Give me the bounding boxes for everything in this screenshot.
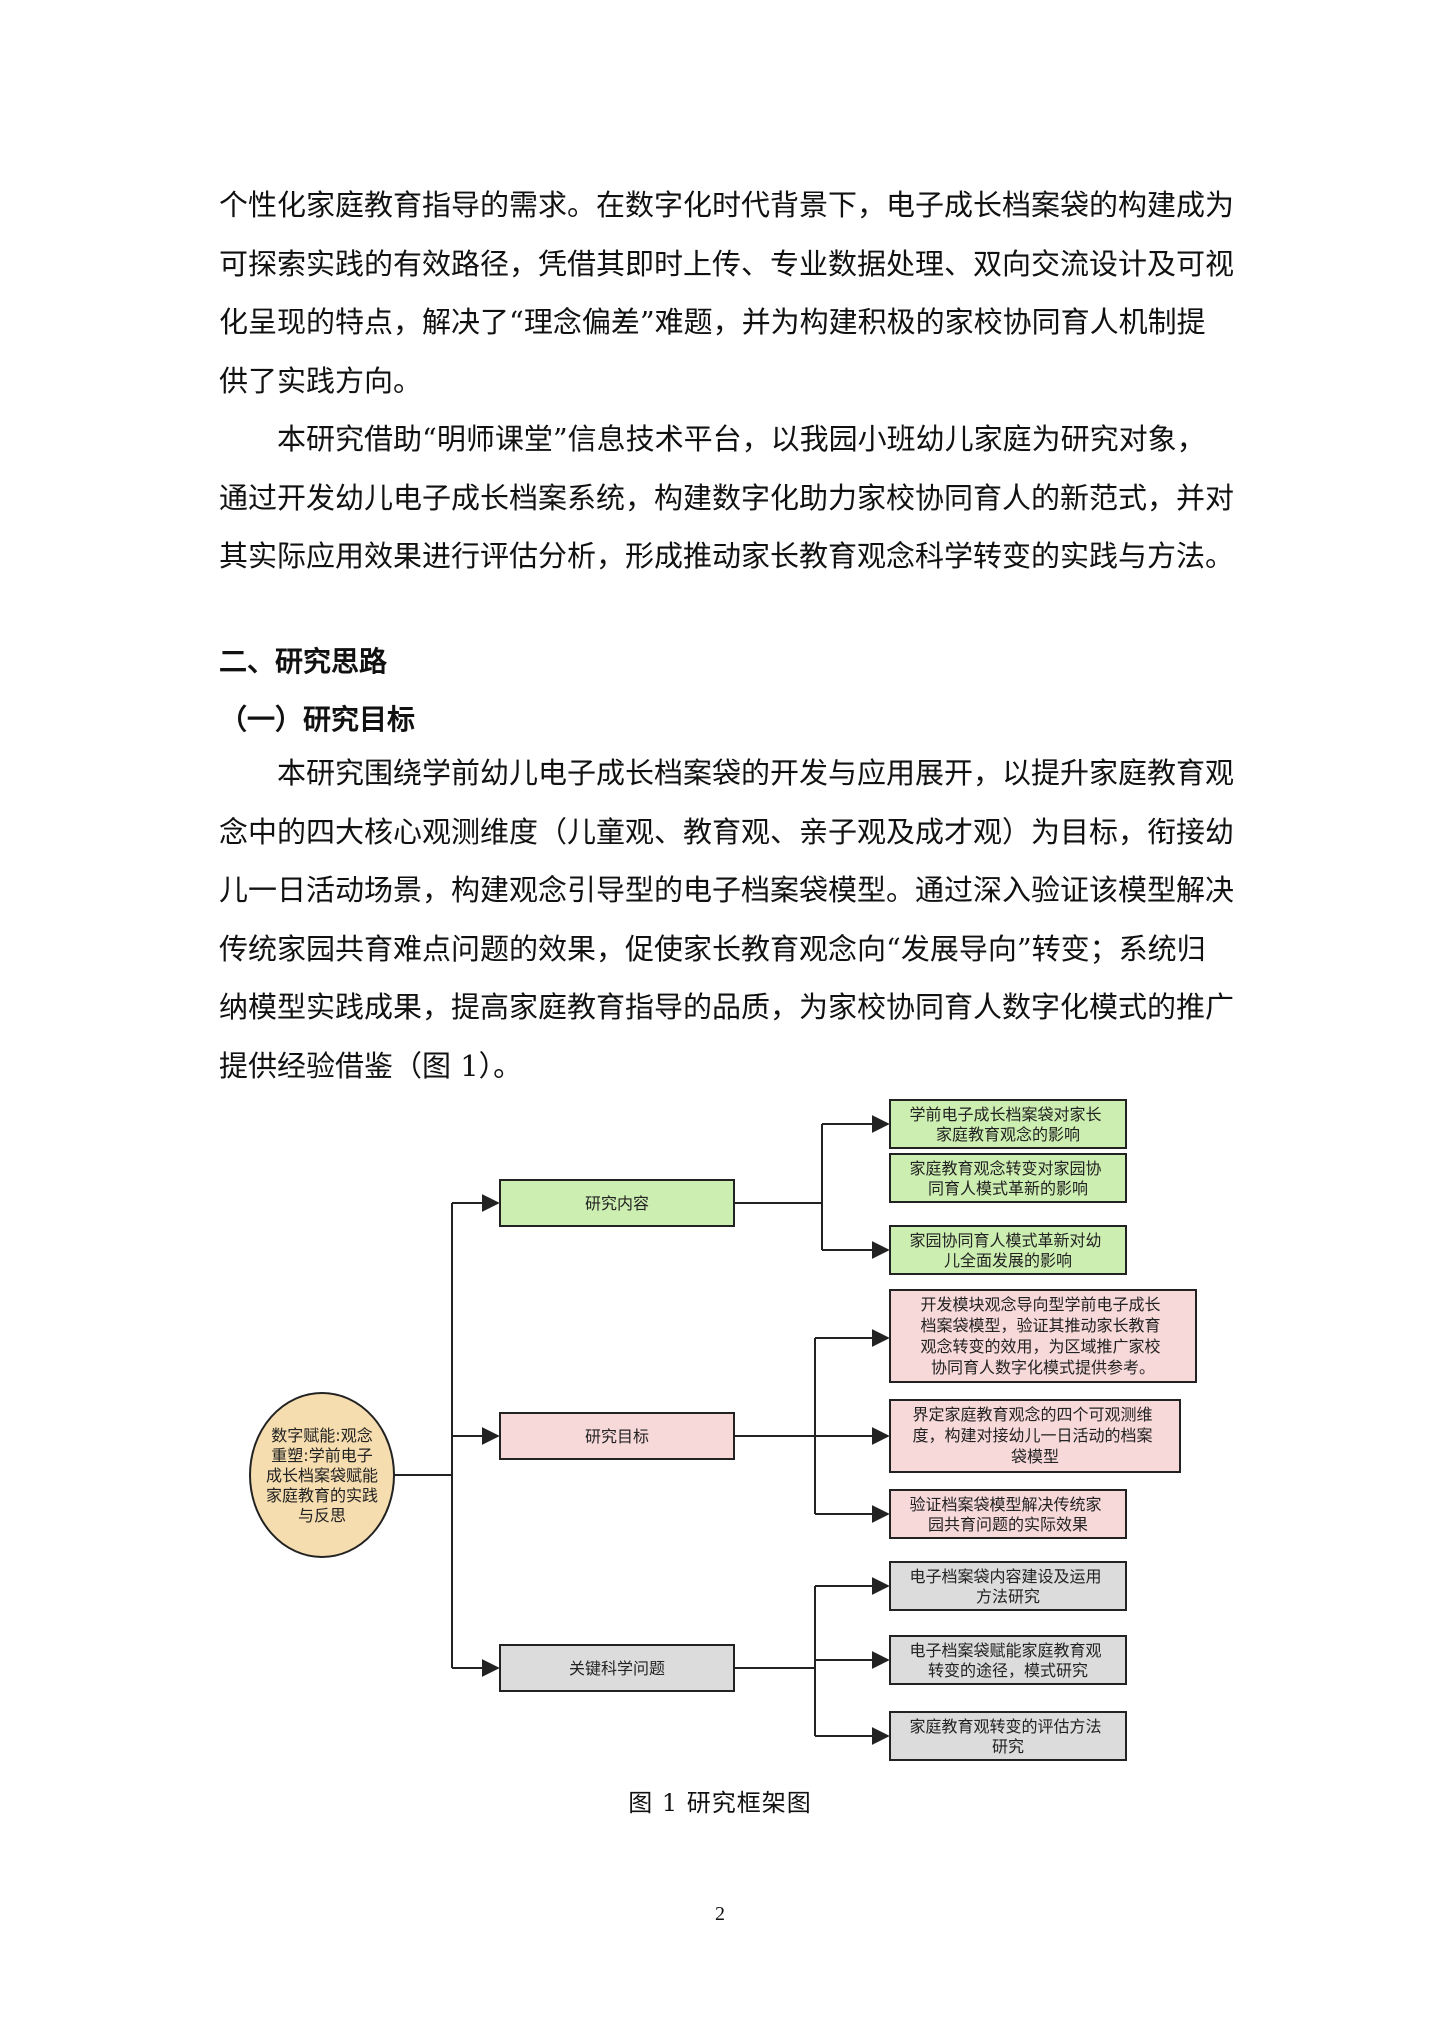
child-node: 家园协同育人模式革新对幼 儿全面发展的影响 <box>889 1225 1127 1275</box>
child-node: 界定家庭教育观念的四个可观测维 度，构建对接幼儿一日活动的档案 袋模型 <box>889 1399 1181 1473</box>
root-line: 与反思 <box>298 1506 346 1525</box>
text-line: 可探索实践的有效路径，凭借其即时上传、专业数据处理、双向交流设计及可视 <box>219 246 1235 281</box>
child-node: 学前电子成长档案袋对家长 家庭教育观念的影响 <box>889 1099 1127 1149</box>
child-line: 转变的途径，模式研究 <box>928 1661 1088 1680</box>
child-node-label: 家园协同育人模式革新对幼 儿全面发展的影响 <box>909 1231 1106 1270</box>
root-node: 数字赋能:观念重塑:学前电子成长档案袋赋能家庭教育的实践与反思 <box>249 1392 395 1558</box>
text-line: 供了实践方向。 <box>219 363 423 398</box>
branch-label: 研究目标 <box>585 1427 649 1446</box>
intro-paragraph-1: 个性化家庭教育指导的需求。在数字化时代背景下，电子成长档案袋的构建成为 可探索实… <box>219 176 1235 410</box>
root-line: 成长档案袋赋能 <box>266 1466 378 1485</box>
child-line: 验证档案袋模型解决传统家 <box>909 1495 1101 1514</box>
child-node: 开发模块观念导向型学前电子成长 档案袋模型，验证其推动家长教育 观念转变的效用，… <box>889 1289 1197 1383</box>
child-line: 家庭教育观转变的评估方法 <box>909 1717 1101 1736</box>
child-line: 同育人模式革新的影响 <box>928 1179 1088 1198</box>
child-node: 电子档案袋赋能家庭教育观 转变的途径，模式研究 <box>889 1635 1127 1685</box>
subsection-heading: （一）研究目标 <box>219 703 416 736</box>
child-node: 家庭教育观念转变对家园协 同育人模式革新的影响 <box>889 1153 1127 1203</box>
child-line: 度，构建对接幼儿一日活动的档案 <box>912 1426 1152 1445</box>
child-node-label: 界定家庭教育观念的四个可观测维 度，构建对接幼儿一日活动的档案 袋模型 <box>912 1405 1157 1466</box>
text-line: 儿一日活动场景，构建观念引导型的电子档案袋模型。通过深入验证该模型解决 <box>219 873 1235 907</box>
root-line: 重塑:学前电子 <box>271 1446 372 1465</box>
child-line: 开发模块观念导向型学前电子成长 <box>920 1295 1160 1314</box>
text-line: 提供经验借鉴（图 1）。 <box>219 1048 523 1083</box>
child-node-label: 验证档案袋模型解决传统家 园共育问题的实际效果 <box>909 1495 1106 1534</box>
child-node: 电子档案袋内容建设及运用 方法研究 <box>889 1561 1127 1611</box>
root-connectors <box>394 1194 500 1677</box>
child-node-label: 电子档案袋内容建设及运用 方法研究 <box>909 1567 1106 1606</box>
text-line: 念中的四大核心观测维度（儿童观、教育观、亲子观及成才观）为目标，衔接幼 <box>219 814 1235 849</box>
child-node-label: 电子档案袋赋能家庭教育观 转变的途径，模式研究 <box>909 1641 1106 1680</box>
child-node-label: 开发模块观念导向型学前电子成长 档案袋模型，验证其推动家长教育 观念转变的效用，… <box>920 1295 1165 1377</box>
goal-paragraph: 本研究围绕学前幼儿电子成长档案袋的开发与应用展开，以提升家庭教育观 念中的四大核… <box>219 744 1235 1095</box>
text-line: 化呈现的特点，解决了“理念偏差”难题，并为构建积极的家校协同育人机制提 <box>219 305 1206 339</box>
branch-label: 研究内容 <box>585 1194 649 1213</box>
text-line: 本研究围绕学前幼儿电子成长档案袋的开发与应用展开，以提升家庭教育观 <box>277 756 1235 790</box>
root-line: 家庭教育的实践 <box>266 1486 378 1505</box>
child-line: 园共育问题的实际效果 <box>928 1515 1088 1534</box>
text-line: 通过开发幼儿电子成长档案系统，构建数字化助力家校协同育人的新范式，并对 <box>219 480 1235 515</box>
child-node: 家庭教育观转变的评估方法 研究 <box>889 1711 1127 1761</box>
figure-caption-text: 图 1 研究框架图 <box>628 1789 812 1817</box>
child-line: 学前电子成长档案袋对家长 <box>909 1105 1101 1124</box>
child-line: 电子档案袋赋能家庭教育观 <box>909 1641 1101 1660</box>
text-line: 传统家园共育难点问题的效果，促使家长教育观念向“发展导向”转变；系统归 <box>219 931 1206 966</box>
text-line: 其实际应用效果进行评估分析，形成推动家长教育观念科学转变的实践与方法。 <box>219 539 1235 573</box>
branch-research-content: 研究内容 学前电子成长档案袋对家长 家庭教育观念的影响 家庭教育观念转变对家园协… <box>499 1099 1127 1275</box>
section-heading: 二、研究思路 <box>219 645 388 678</box>
child-line: 观念转变的效用，为区域推广家校 <box>920 1337 1160 1356</box>
child-line: 研究 <box>992 1737 1024 1756</box>
child-node-label: 学前电子成长档案袋对家长 家庭教育观念的影响 <box>909 1105 1106 1144</box>
child-line: 家庭教育观念转变对家园协 <box>909 1159 1101 1178</box>
branch-research-goals: 研究目标 开发模块观念导向型学前电子成长 档案袋模型，验证其推动家长教育 观念转… <box>499 1289 1197 1539</box>
text-line: 本研究借助“明师课堂”信息技术平台，以我园小班幼儿家庭为研究对象， <box>277 422 1206 456</box>
root-node-label: 数字赋能:观念重塑:学前电子成长档案袋赋能家庭教育的实践与反思 <box>266 1426 378 1525</box>
child-line: 电子档案袋内容建设及运用 <box>909 1567 1101 1586</box>
child-node-label: 家庭教育观转变的评估方法 研究 <box>909 1717 1106 1756</box>
child-line: 方法研究 <box>976 1587 1040 1606</box>
child-line: 家庭教育观念的影响 <box>936 1125 1080 1144</box>
root-line: 数字赋能:观念 <box>271 1426 372 1445</box>
child-line: 袋模型 <box>1011 1447 1059 1466</box>
child-node: 验证档案袋模型解决传统家 园共育问题的实际效果 <box>889 1489 1127 1539</box>
child-line: 界定家庭教育观念的四个可观测维 <box>912 1405 1152 1424</box>
text-line: 纳模型实践成果，提高家庭教育指导的品质，为家校协同育人数字化模式的推广 <box>219 990 1235 1024</box>
child-node-label: 家庭教育观念转变对家园协 同育人模式革新的影响 <box>909 1159 1106 1198</box>
child-line: 档案袋模型，验证其推动家长教育 <box>920 1316 1160 1335</box>
intro-paragraph-2: 本研究借助“明师课堂”信息技术平台，以我园小班幼儿家庭为研究对象， 通过开发幼儿… <box>219 410 1235 586</box>
page-number: 2 <box>715 1903 725 1925</box>
child-line: 儿全面发展的影响 <box>944 1251 1072 1270</box>
child-line: 协同育人数字化模式提供参考。 <box>931 1358 1155 1377</box>
figure-caption: 图 1 研究框架图 <box>0 1783 1440 1818</box>
text-line: 个性化家庭教育指导的需求。在数字化时代背景下，电子成长档案袋的构建成为 <box>219 188 1235 222</box>
child-line: 家园协同育人模式革新对幼 <box>909 1231 1101 1250</box>
branch-label: 关键科学问题 <box>569 1659 665 1678</box>
branch-key-scientific-questions: 关键科学问题 电子档案袋内容建设及运用 方法研究 电子档案袋赋能家庭教育观 <box>499 1561 1127 1761</box>
